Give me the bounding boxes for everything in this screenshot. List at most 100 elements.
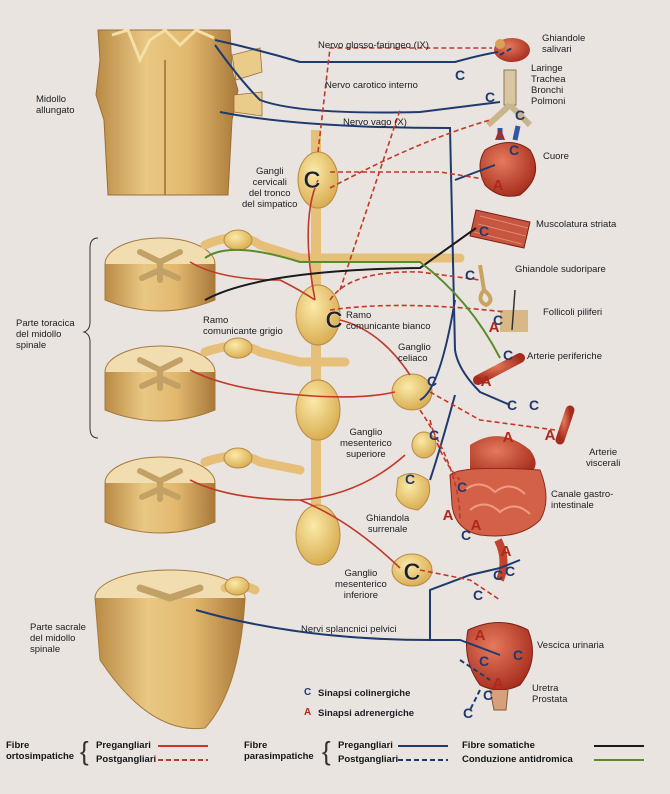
legend-somatiche: Fibre somatiche — [462, 740, 535, 751]
synapse-a: A — [501, 543, 512, 560]
synapse-a: A — [493, 675, 504, 692]
striated-muscle — [469, 209, 531, 249]
synapse-c: C — [529, 397, 539, 413]
synapse-a: A — [503, 429, 514, 446]
synapse-a: A — [443, 507, 454, 524]
synapse-c: C — [505, 563, 515, 579]
legend-para-title: Fibre parasimpatiche — [244, 740, 314, 762]
thoracic-spinal-cord-3 — [104, 456, 216, 534]
sympathetic-postganglionic-fibers — [317, 47, 556, 601]
label-parte-toracica: Parte toracica del midollo spinale — [16, 318, 75, 351]
legend-brace-1: { — [80, 736, 89, 766]
heart — [479, 125, 537, 197]
thoracic-spinal-cord-1 — [104, 237, 216, 312]
key-a-letter: A — [304, 707, 312, 718]
somatic-fiber — [204, 227, 477, 301]
label-follicoli: Follicoli piliferi — [543, 307, 603, 318]
synapse-c: C — [515, 107, 525, 123]
synapse-c: C — [507, 397, 517, 413]
label-ramo-bianco: Ramo comunicante bianco — [346, 310, 431, 332]
legend-orto-pre: Pregangliari — [96, 740, 151, 751]
label-nervi-splancnici: Nervi splancnici pelvici — [301, 624, 397, 635]
label-cuore: Cuore — [543, 151, 569, 162]
thoracic-spinal-cord-2 — [104, 345, 216, 422]
synapse-a: A — [481, 373, 492, 390]
label-ganglio-celiaco: Ganglio celiaco — [398, 342, 431, 364]
antidromic-fiber — [204, 248, 501, 359]
parasympathetic-postganglionic — [459, 47, 513, 711]
synapse-c: C — [513, 647, 523, 663]
synapse-a: A — [495, 127, 506, 144]
legend: Fibre ortosimpatiche { Pregangliari Post… — [0, 736, 670, 794]
synapse-a: A — [493, 177, 504, 194]
label-ramo-grigio: Ramo comunicante grigio — [203, 315, 283, 337]
label-gangli-cervicali: Gangli cervicali del tronco del simpatic… — [242, 166, 298, 210]
synapse-c: C — [405, 471, 415, 487]
legend-para-post: Postgangliari — [338, 754, 399, 765]
visceral-artery — [555, 405, 575, 445]
legend-brace-2: { — [322, 736, 331, 766]
label-ganglio-mes-inf: Ganglio mesenterico inferiore — [335, 568, 387, 601]
synapse-c: C — [479, 223, 489, 239]
sympathetic-preganglionic-fibers — [189, 179, 411, 569]
synapse-c: C — [493, 312, 503, 328]
label-ghiandole-salivari: Ghiandole salivari — [542, 33, 586, 55]
synapse-c: C — [325, 307, 342, 334]
dorsal-root-ganglia — [223, 229, 253, 596]
lungs-trachea — [485, 69, 533, 128]
label-uretra: Uretra Prostata — [532, 683, 568, 705]
legend-soma-lines — [594, 745, 644, 761]
legend-para-lines — [398, 745, 448, 761]
synapse-c: C — [473, 587, 483, 603]
label-sudoripare: Ghiandole sudoripare — [515, 264, 606, 275]
synapse-a: A — [545, 427, 556, 444]
label-ganglio-mes-sup: Ganglio mesenterico superiore — [340, 427, 392, 460]
synapse-c: C — [461, 527, 471, 543]
sympathetic-trunk — [295, 130, 341, 566]
salivary-glands — [494, 38, 530, 62]
legend-para-pre: Pregangliari — [338, 740, 393, 751]
sweat-gland — [478, 264, 493, 308]
label-arterie-viscerali: Arterie viscerali — [586, 447, 621, 469]
synapse-c: C — [493, 567, 503, 583]
label-vago: Nervo vago (X) — [343, 117, 407, 128]
hair-follicle — [500, 289, 528, 332]
label-muscolatura: Muscolatura striata — [536, 219, 617, 230]
peripheral-artery — [473, 353, 525, 385]
gi-tract — [449, 436, 547, 582]
synapse-c: C — [465, 267, 475, 283]
synapse-c: C — [485, 89, 495, 105]
synapse-c: C — [509, 142, 519, 158]
legend-orto-title: Fibre ortosimpatiche — [6, 740, 75, 762]
label-vescica: Vescica urinaria — [537, 640, 605, 651]
sacral-spinal-cord — [94, 569, 246, 730]
synapse-c: C — [429, 427, 439, 443]
label-arterie-periferiche: Arterie periferiche — [527, 351, 602, 362]
label-carotico: Nervo carotico interno — [325, 80, 418, 91]
prevertebral-ganglia — [391, 373, 437, 587]
label-laringe: Laringe Trachea Bronchi Polmoni — [531, 63, 566, 107]
synapse-c: C — [479, 653, 489, 669]
synapse-a: A — [489, 319, 500, 336]
key-a-text: Sinapsi adrenergiche — [318, 708, 415, 719]
synapse-c: C — [463, 705, 473, 721]
parasympathetic-fibers — [195, 39, 521, 656]
synapse-c: C — [303, 167, 320, 194]
synapse-c: C — [457, 479, 467, 495]
synapse-a: A — [475, 627, 486, 644]
label-midollo-allungato: Midollo allungato — [36, 94, 75, 116]
legend-orto-lines — [158, 745, 208, 761]
thoracic-bracket — [82, 237, 99, 439]
key-c-text: Sinapsi colinergiche — [318, 688, 411, 699]
medulla-oblongata — [95, 28, 263, 196]
synapse-c: C — [483, 687, 493, 703]
label-parte-sacrale: Parte sacrale del midollo spinale — [30, 622, 86, 655]
label-glosso-faringeo: Nervo glosso-faringeo (IX) — [318, 40, 429, 51]
synapse-markers: C C C C C C C C C C C C C C C C C C C C … — [303, 67, 556, 721]
label-canale: Canale gastro- intestinale — [551, 489, 614, 511]
label-ghiandola-surrenale: Ghiandola surrenale — [366, 513, 410, 535]
key-c-letter: C — [304, 687, 312, 698]
synapse-a: A — [471, 517, 482, 534]
synapse-c: C — [503, 347, 513, 363]
